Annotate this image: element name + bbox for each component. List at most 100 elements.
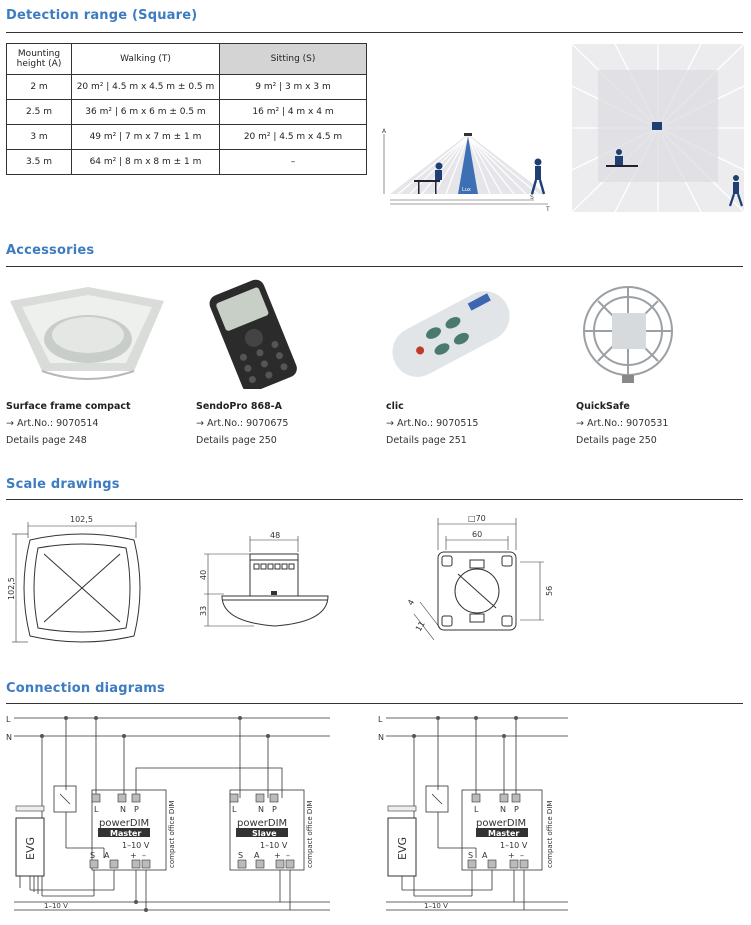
table-cell: 9 m² | 3 m x 3 m xyxy=(219,74,367,100)
accessory-art-no: → Art.No.: 9070515 xyxy=(386,418,479,429)
section-title-accessories: Accessories xyxy=(6,243,95,258)
svg-text:–: – xyxy=(286,851,290,860)
sitting-person-icon xyxy=(606,149,638,167)
arrow-icon: → xyxy=(386,418,394,429)
table-header-row: Mounting height (A) Walking (T) Sitting … xyxy=(6,43,367,75)
slave-label: Slave xyxy=(252,829,277,838)
svg-text:–: – xyxy=(142,851,146,860)
header-walking: Walking (T) xyxy=(71,43,220,75)
voltage-label: 1–10 V xyxy=(500,841,528,850)
device-brand: powerDIM xyxy=(99,818,149,829)
svg-text:A: A xyxy=(104,851,110,860)
svg-text:P: P xyxy=(514,805,519,814)
section-rule xyxy=(6,499,743,500)
side-detection-diagram: Lux A S T xyxy=(382,128,550,213)
clic-remote-image xyxy=(392,291,510,377)
accessory-art-no: → Art.No.: 9070675 xyxy=(196,418,289,429)
section-rule xyxy=(6,703,743,704)
detection-cone xyxy=(390,134,546,195)
svg-text:+: + xyxy=(130,851,137,860)
table-row: 3.5 m 64 m² | 8 m x 8 m ± 1 m – xyxy=(6,149,367,175)
lux-label: Lux xyxy=(462,187,471,193)
svg-text:+: + xyxy=(274,851,281,860)
evg-box xyxy=(15,817,45,877)
side-text: compact office DIM xyxy=(306,801,314,868)
dim-frame-width: 102,5 xyxy=(70,515,93,524)
line-l-label: L xyxy=(378,715,383,724)
device-brand: powerDIM xyxy=(476,818,526,829)
dim-mount-inner: 60 xyxy=(472,530,482,539)
table-cell: 16 m² | 4 m x 4 m xyxy=(219,99,367,125)
top-detection-diagram xyxy=(572,44,744,213)
master-label: Master xyxy=(110,829,141,838)
evg-label: EVG xyxy=(396,837,409,860)
table-row: 2 m 20 m² | 4.5 m x 4.5 m ± 0.5 m 9 m² |… xyxy=(6,74,367,100)
table-cell: 64 m² | 8 m x 8 m ± 1 m xyxy=(71,149,220,175)
connection-diagram-master-slave: EVG L N L N P powerDIM Master 1–10 V S A… xyxy=(6,715,330,912)
voltage-label: 1–10 V xyxy=(260,841,288,850)
svg-text:N: N xyxy=(120,805,126,814)
section-title-scale: Scale drawings xyxy=(6,477,120,492)
table-cell: 49 m² | 7 m x 7 m ± 1 m xyxy=(71,124,220,150)
arrow-icon: → xyxy=(6,418,14,429)
line-n-label: N xyxy=(378,733,384,742)
svg-text:A: A xyxy=(482,851,488,860)
svg-text:S: S xyxy=(90,851,95,860)
svg-text:P: P xyxy=(134,805,139,814)
sensor-icon xyxy=(652,122,662,130)
detection-range-table: Mounting height (A) Walking (T) Sitting … xyxy=(6,43,367,175)
header-sitting: Sitting (S) xyxy=(219,43,367,75)
walking-person-icon xyxy=(530,158,546,195)
evg-box xyxy=(387,817,417,877)
sitting-person-icon xyxy=(414,162,443,194)
side-text: compact office DIM xyxy=(168,801,176,868)
side-scale-drawing: 48 40 33 xyxy=(199,531,329,627)
arrow-icon: → xyxy=(576,418,584,429)
table-cell: 36 m² | 6 m x 6 m ± 0.5 m xyxy=(71,99,220,125)
svg-text:N: N xyxy=(258,805,264,814)
dim-mount-d1: 4 xyxy=(406,598,416,607)
accessory-art-no: → Art.No.: 9070514 xyxy=(6,418,99,429)
svg-text:N: N xyxy=(500,805,506,814)
svg-text:S: S xyxy=(238,851,243,860)
surface-frame-image xyxy=(10,287,164,380)
master-label: Master xyxy=(488,829,519,838)
device-brand: powerDIM xyxy=(237,818,287,829)
sendopro-remote-image xyxy=(209,279,297,389)
svg-text:L: L xyxy=(94,805,99,814)
dim-mount-height: 56 xyxy=(545,586,554,596)
line-l-label: L xyxy=(6,715,11,724)
voltage-bus-label: 1–10 V xyxy=(44,902,68,910)
svg-text:L: L xyxy=(232,805,237,814)
frame-scale-drawing: 102,5 102,5 xyxy=(7,515,141,643)
dim-frame-height: 102,5 xyxy=(7,577,16,600)
mounting-scale-drawing: □70 60 56 4 11 xyxy=(406,514,554,641)
quicksafe-cage-image xyxy=(583,286,673,383)
accessory-name: clic xyxy=(386,401,404,412)
accessory-details: Details page 250 xyxy=(196,435,277,446)
label-a: A xyxy=(382,128,387,135)
svg-text:S: S xyxy=(468,851,473,860)
label-s: S xyxy=(530,194,534,201)
svg-text:A: A xyxy=(254,851,260,860)
section-rule xyxy=(6,32,743,33)
table-cell: – xyxy=(219,149,367,175)
dim-side-bottom: 33 xyxy=(199,606,208,616)
tube-icon xyxy=(387,805,417,812)
header-mounting: Mounting height (A) xyxy=(6,43,72,75)
accessory-name: Surface frame compact xyxy=(6,401,131,412)
svg-text:–: – xyxy=(520,851,524,860)
tube-icon xyxy=(15,805,45,812)
svg-text:+: + xyxy=(508,851,515,860)
dim-side-top: 40 xyxy=(199,570,208,580)
section-title-detection: Detection range (Square) xyxy=(6,8,198,23)
section-title-connection: Connection diagrams xyxy=(6,681,165,696)
table-row: 3 m 49 m² | 7 m x 7 m ± 1 m 20 m² | 4.5 … xyxy=(6,124,367,150)
table-cell: 2 m xyxy=(6,74,72,100)
line-n-label: N xyxy=(6,733,12,742)
dim-mount-outer: □70 xyxy=(468,514,486,523)
dim-mount-d2: 11 xyxy=(414,620,427,633)
voltage-label: 1–10 V xyxy=(122,841,150,850)
accessory-name: SendoPro 868-A xyxy=(196,401,282,412)
accessory-details: Details page 251 xyxy=(386,435,467,446)
